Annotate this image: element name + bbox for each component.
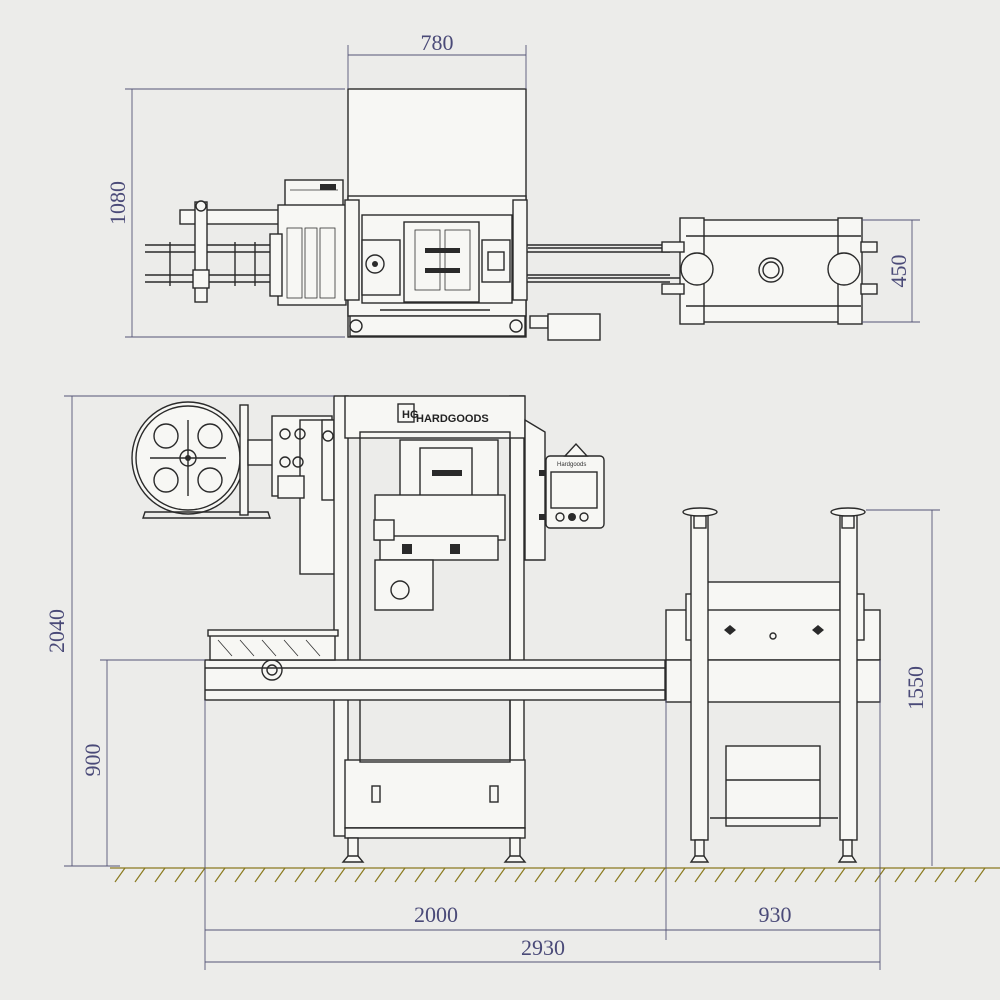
touch-screen: [550, 471, 598, 509]
warning-light-icon: [563, 442, 589, 457]
dim-oven-height: 1550: [903, 666, 928, 710]
dim-conveyor-height: 900: [80, 744, 105, 777]
top-view-dimensions: [125, 45, 920, 338]
dim-machine-length: 2000: [414, 902, 458, 927]
panel-button-1: [555, 512, 565, 522]
panel-button-3: [579, 512, 589, 522]
brand-logo: HARDGOODS: [416, 413, 489, 425]
dim-top-width: 780: [421, 30, 454, 55]
shrink-oven: [699, 581, 841, 615]
dim-total-length: 2930: [521, 935, 565, 960]
brand-mark: HG: [402, 409, 419, 421]
front-view: HG HARDGOODS Hardgoods: [131, 395, 881, 863]
panel-button-2: [568, 513, 576, 521]
dim-top-depth: 450: [886, 255, 911, 288]
dim-total-height: 2040: [44, 609, 69, 653]
panel-brand: Hardgoods: [557, 462, 586, 468]
dim-oven-length: 930: [759, 902, 792, 927]
dim-top-height: 1080: [105, 181, 130, 225]
top-view: [145, 88, 878, 341]
ground-line: [110, 867, 1000, 883]
front-view-dimensions: [64, 395, 940, 970]
